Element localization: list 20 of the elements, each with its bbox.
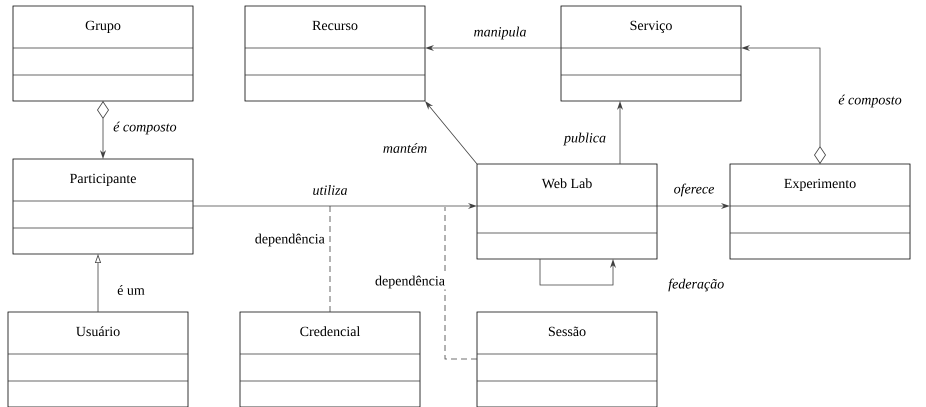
class-box: Serviço	[560, 6, 742, 102]
class-box: Participante	[12, 158, 194, 254]
class-box: Experimento	[730, 164, 910, 260]
edge-label: dependência	[374, 274, 446, 290]
edge-label: utiliza	[312, 184, 348, 196]
class-box: Grupo	[12, 6, 194, 102]
class-box: Recurso	[244, 6, 426, 102]
edge-label: é composto	[112, 120, 178, 136]
edge-label: manipula	[472, 26, 528, 40]
edge-label: publica	[563, 132, 607, 146]
class-box: Credencial	[240, 312, 420, 407]
edge-label: mantém	[382, 142, 428, 154]
edge-label: dependência	[254, 232, 326, 248]
class-box: Sessão	[476, 312, 658, 407]
edge-label: federação	[667, 278, 726, 292]
edge-label: oferece	[672, 182, 716, 198]
edge-label: é um	[116, 284, 146, 296]
edge-label: é composto	[837, 94, 903, 108]
class-box: Usuário	[8, 312, 188, 407]
class-box: Web Lab	[476, 164, 658, 260]
